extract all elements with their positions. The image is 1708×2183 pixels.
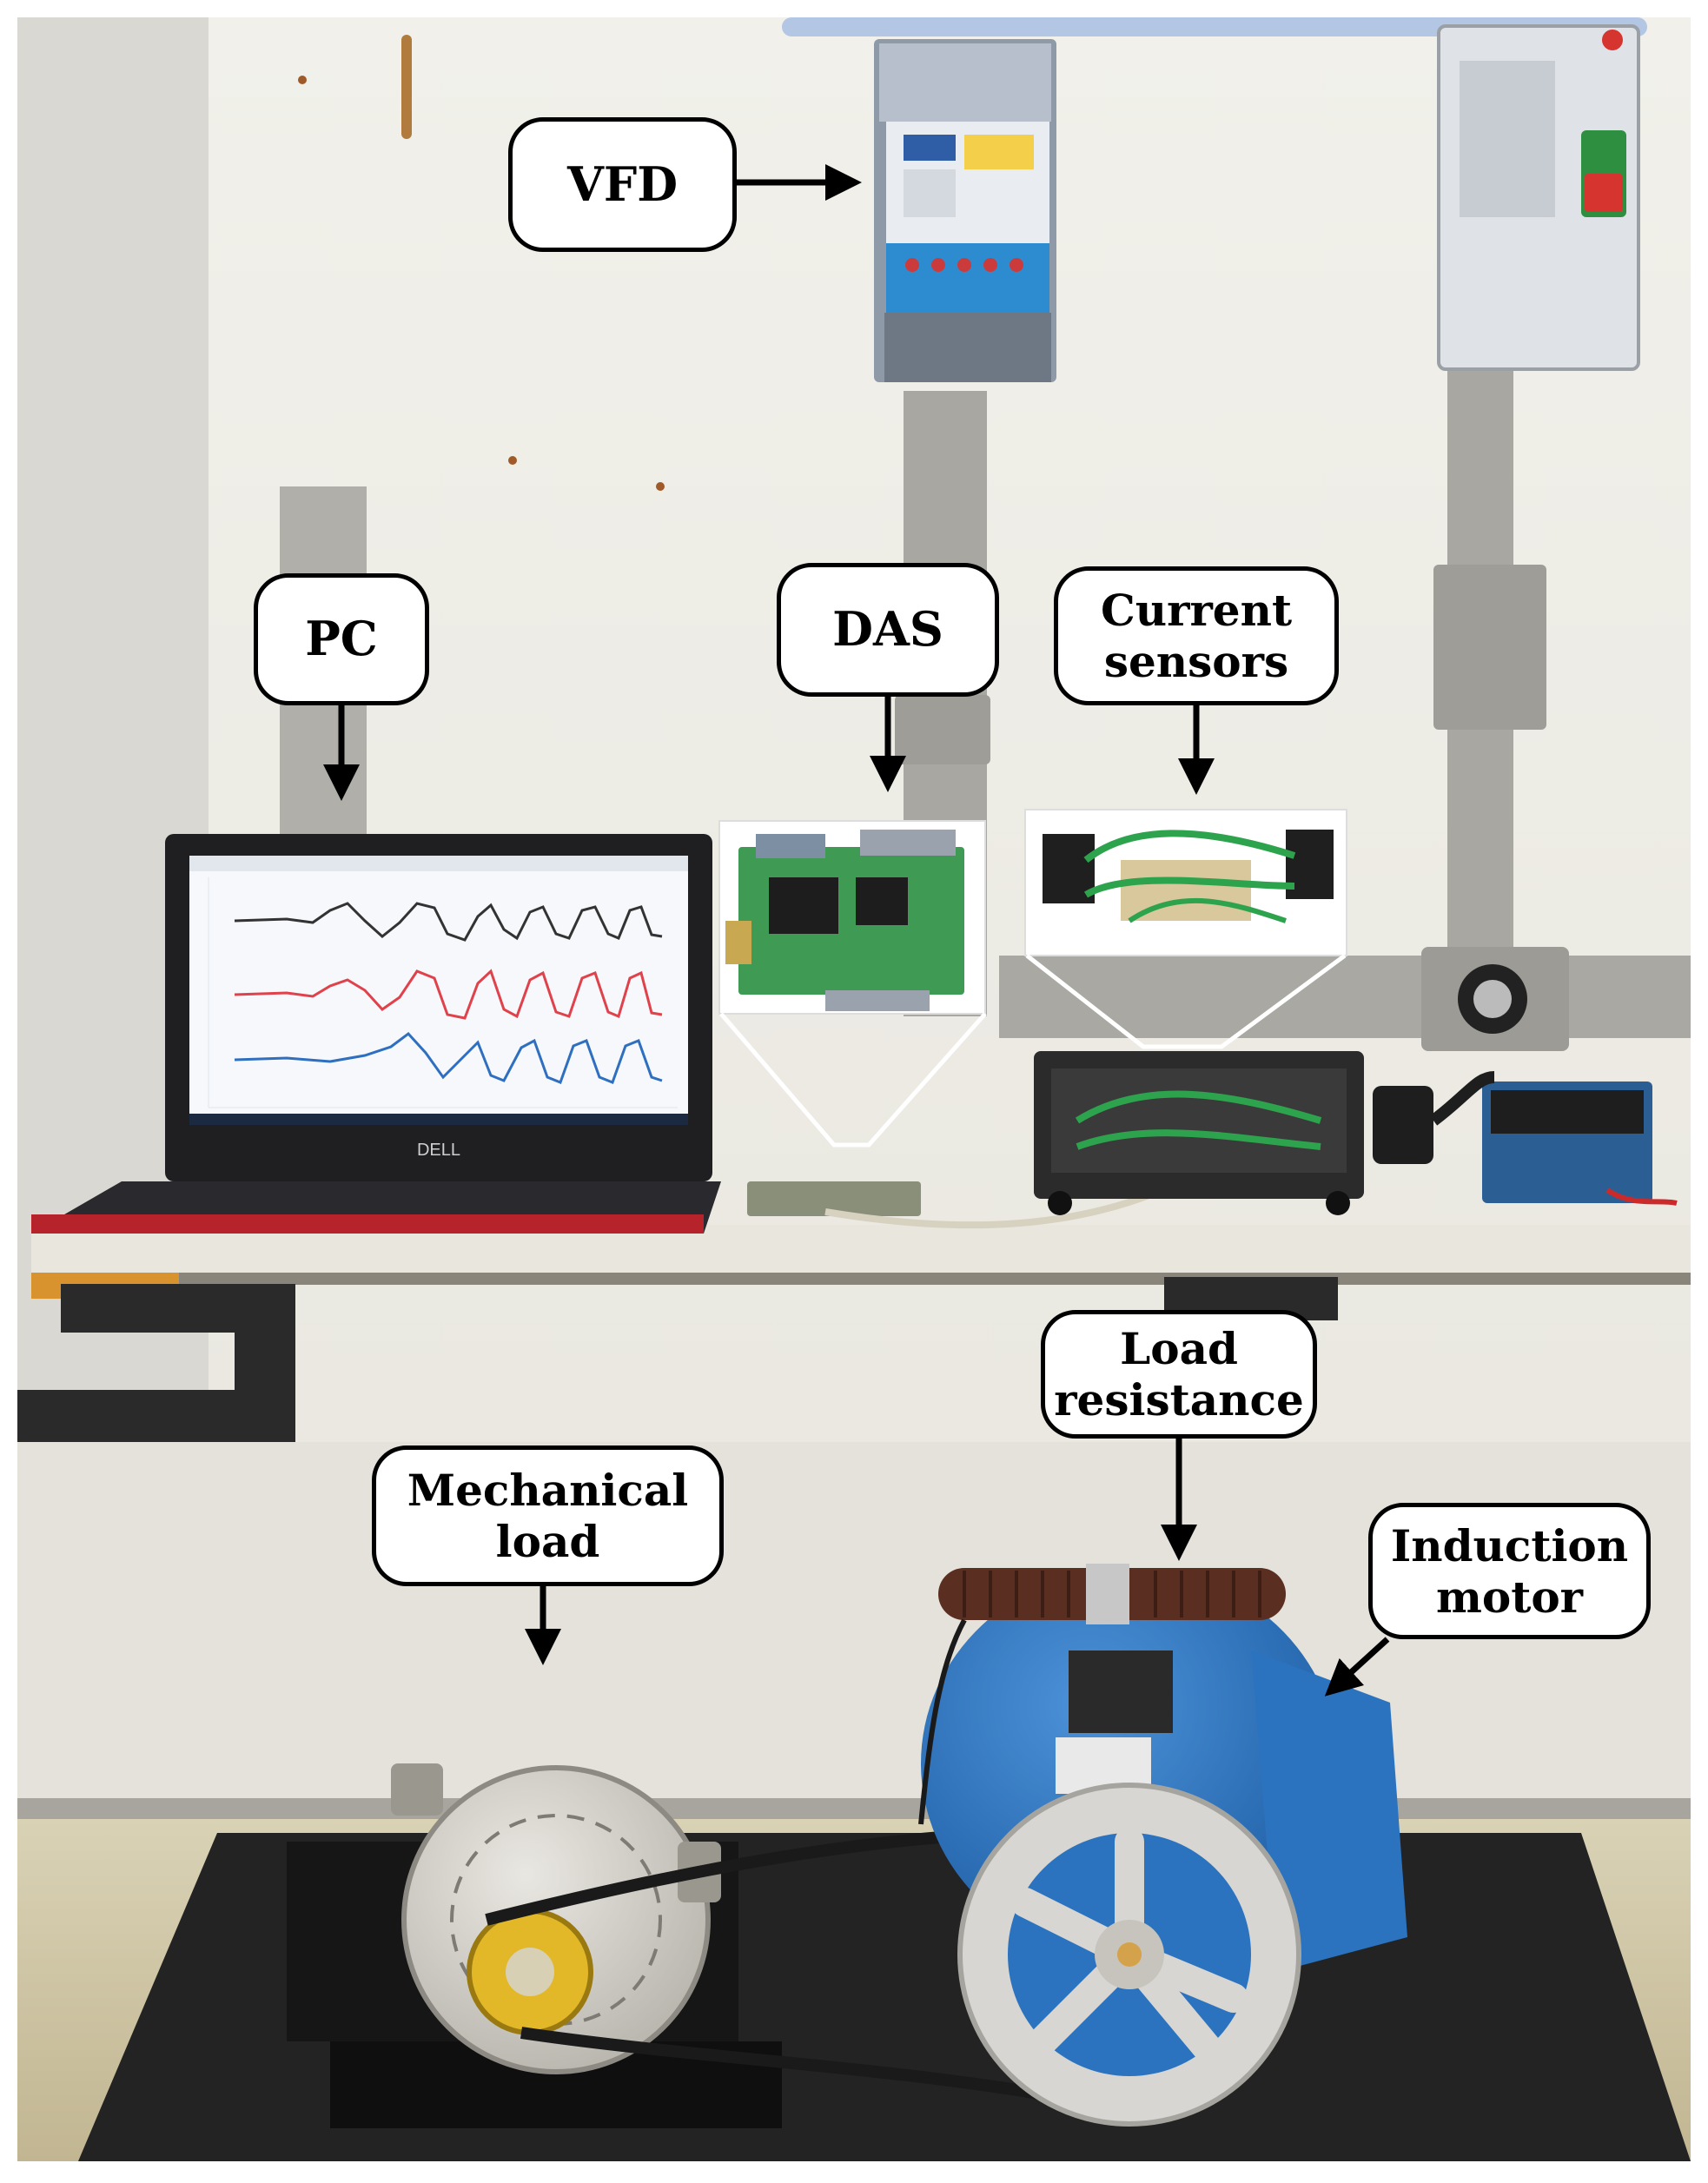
sensors-inset-funnel [1025,953,1347,1049]
pc-label: PC [254,573,429,705]
laptop: DELL [31,834,721,1234]
load-resistor [918,1564,1286,1825]
das-inset-funnel [719,1012,987,1148]
rust-spot [298,76,307,84]
das-inset [718,820,986,1015]
induction-motor [921,1568,1407,2127]
trace-blue [234,1031,663,1084]
load-resistance-line2: resistance [1054,1374,1304,1426]
mechanical-load-label: Mechanical load [372,1445,724,1586]
wall-socket [1421,947,1569,1051]
load-resistance-line1: Load [1120,1323,1238,1374]
mechanical-load-line2: load [495,1516,600,1567]
pipe [17,1798,1691,1819]
junction-box [1433,565,1546,730]
rust-spot [508,456,517,465]
current-sensors-inset [1024,809,1347,956]
das-board-on-table [747,1181,921,1216]
contactor-box [1437,24,1640,371]
trace-red [234,969,663,1020]
rail-horizontal [999,956,1691,1038]
current-sensors-line1: Current [1100,585,1293,636]
induction-motor-line2: motor [1435,1571,1584,1623]
current-sensors-line2: sensors [1103,636,1289,687]
induction-motor-label: Induction motor [1368,1503,1651,1639]
alternator [391,1763,721,2074]
table-edge [31,1273,1691,1285]
sensor-enclosure [1034,1051,1433,1215]
laptop-brand: DELL [417,1141,460,1160]
das-label: DAS [777,563,999,697]
load-resistance-label: Load resistance [1041,1310,1317,1439]
rust-spot [656,482,665,491]
trace-black [234,902,663,942]
top-blue-strip [782,17,1647,36]
junction-box [895,695,990,764]
laptop-red-vent [31,1214,704,1234]
mechanical-load-line1: Mechanical [407,1465,689,1516]
belt-bottom [520,2027,1088,2108]
induction-motor-line1: Induction [1390,1519,1629,1571]
induction-motor-arrow [1324,1637,1390,1697]
vfd-label-text: VFD [566,155,679,212]
rust-stain [401,35,412,139]
table-bracket [17,1390,295,1442]
current-sensors-label: Current sensors [1054,566,1339,705]
vfd-device [874,39,1056,382]
das-label-text: DAS [832,601,943,658]
vfd-label: VFD [508,117,737,252]
pc-label-text: PC [305,611,378,667]
small-blue-box [1429,1071,1678,1206]
